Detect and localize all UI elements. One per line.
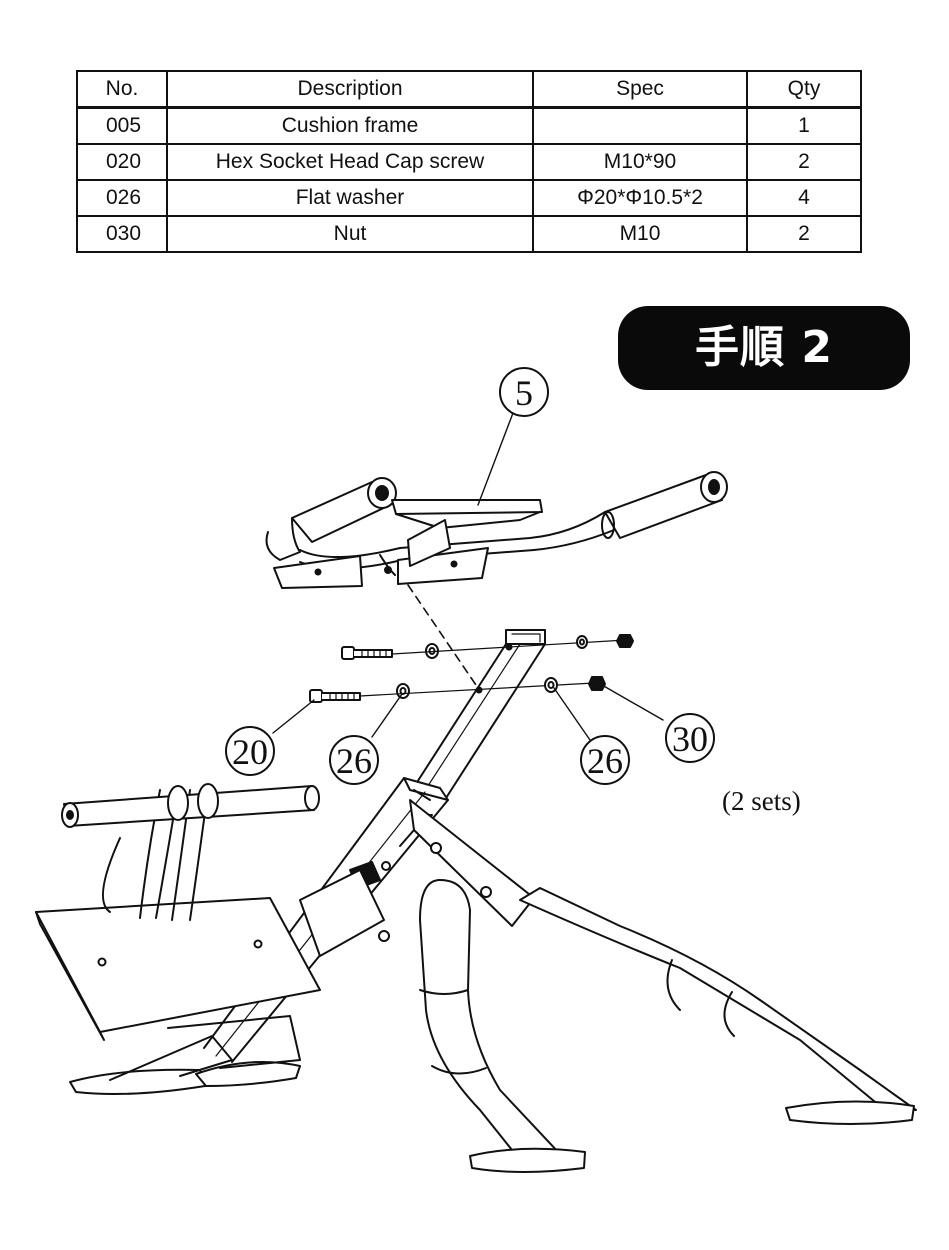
leader-lines xyxy=(272,412,664,741)
cell-qty: 2 xyxy=(746,143,862,181)
table-row: 026 Flat washer Φ20*Φ10.5*2 4 xyxy=(76,179,862,217)
cushion-frame-drawing xyxy=(265,471,728,589)
alignment-line xyxy=(407,584,479,689)
cell-spec: Φ20*Φ10.5*2 xyxy=(532,179,748,217)
sets-note: (2 sets) xyxy=(722,786,801,816)
header-description: Description xyxy=(166,70,534,109)
fasteners-drawing xyxy=(309,634,634,703)
table-row: 030 Nut M10 2 xyxy=(76,215,862,253)
table-row: 005 Cushion frame 1 xyxy=(76,106,862,145)
callout-20: 20 xyxy=(225,726,275,776)
callout-20-label: 20 xyxy=(232,732,268,772)
cell-no: 020 xyxy=(76,143,168,181)
cell-description: Flat washer xyxy=(166,179,534,217)
table-header-row: No. Description Spec Qty xyxy=(76,70,862,109)
cell-spec xyxy=(532,106,748,145)
callout-26-left: 26 xyxy=(329,735,379,785)
cell-description: Cushion frame xyxy=(166,106,534,145)
header-no: No. xyxy=(76,70,168,109)
cell-no: 026 xyxy=(76,179,168,217)
callout-5: 5 xyxy=(499,367,549,417)
cell-description: Nut xyxy=(166,215,534,253)
cell-qty: 2 xyxy=(746,215,862,253)
cell-no: 030 xyxy=(76,215,168,253)
cell-spec: M10 xyxy=(532,215,748,253)
main-frame-drawing xyxy=(35,629,917,1173)
callout-30: 30 xyxy=(665,713,715,763)
cell-qty: 1 xyxy=(746,106,862,145)
header-spec: Spec xyxy=(532,70,748,109)
callout-26-right-label: 26 xyxy=(587,741,623,781)
callout-5-label: 5 xyxy=(515,373,533,413)
parts-table: No. Description Spec Qty 005 Cushion fra… xyxy=(76,70,862,253)
cell-no: 005 xyxy=(76,106,168,145)
callout-30-label: 30 xyxy=(672,719,708,759)
cell-description: Hex Socket Head Cap screw xyxy=(166,143,534,181)
step-badge: 手順 2 xyxy=(618,306,910,390)
table-row: 020 Hex Socket Head Cap screw M10*90 2 xyxy=(76,143,862,181)
callout-26-right: 26 xyxy=(580,735,630,785)
cell-spec: M10*90 xyxy=(532,143,748,181)
callout-26-left-label: 26 xyxy=(336,741,372,781)
header-qty: Qty xyxy=(746,70,862,109)
cell-qty: 4 xyxy=(746,179,862,217)
